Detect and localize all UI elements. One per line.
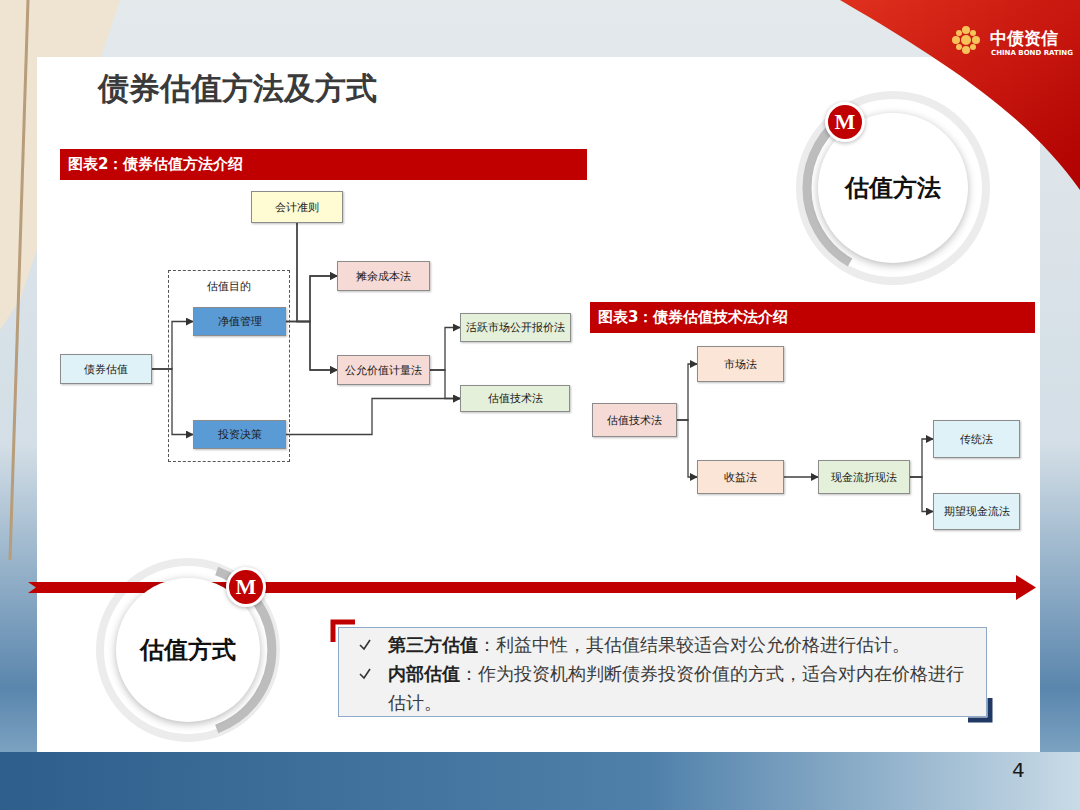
bullet-heading: 第三方估值 (388, 634, 478, 655)
process-box: 会计准则 (251, 191, 343, 223)
process-box: 传统法 (933, 420, 1020, 458)
node-label: 估值技术法 (488, 391, 543, 406)
white-panel (37, 57, 1040, 752)
node-label: 传统法 (960, 432, 993, 447)
node-label: 收益法 (724, 470, 757, 485)
node-label: 净值管理 (218, 314, 262, 329)
flow-connector (430, 328, 460, 371)
node-label: 估值方法 (845, 172, 941, 204)
flow-connector (297, 223, 337, 370)
process-box: 摊余成本法 (337, 261, 430, 291)
node-label: M (236, 574, 257, 600)
node-label: 估值方式 (140, 634, 236, 666)
figure-header-band: 图表2：债券估值方法介绍 (60, 149, 587, 180)
process-box: 期望现金流法 (933, 493, 1020, 530)
mast-line (10, 0, 28, 560)
bullet-heading: 内部估值 (388, 663, 460, 684)
m-badge: M (825, 102, 865, 142)
process-box: 估值技术法 (460, 385, 570, 412)
process-box: 活跃市场公开报价法 (460, 313, 571, 342)
flow-connector (910, 477, 933, 512)
flow-connector (297, 223, 337, 322)
dashed-group: 估值目的净值管理投资决策 (168, 270, 290, 462)
flow-connector (910, 439, 933, 477)
flow-connector (430, 370, 460, 399)
bullet-text: ：利益中性，其估值结果较适合对公允价格进行估计。 (478, 634, 910, 655)
node-label: 现金流折现法 (831, 470, 897, 485)
sea-strip (0, 752, 1080, 810)
bullet-box: 第三方估值：利益中性，其估值结果较适合对公允价格进行估计。内部估值：作为投资机构… (338, 627, 987, 717)
logo-icon (952, 26, 980, 54)
node-label: 活跃市场公开报价法 (466, 320, 565, 335)
process-box: 市场法 (697, 346, 784, 382)
node-label: 摊余成本法 (356, 269, 411, 284)
logo-subtext: CHINA BOND RATING (991, 49, 1073, 57)
group-heading: 估值目的 (207, 279, 251, 294)
bullet-text: ：作为投资机构判断债券投资价值的方式，适合对内在价格进行估计。 (388, 663, 964, 713)
process-box: 净值管理 (193, 307, 286, 336)
process-box: 公允价值计量法 (337, 355, 430, 385)
bullet-item: 内部估值：作为投资机构判断债券投资价值的方式，适合对内在价格进行估计。 (358, 659, 978, 717)
process-box: 估值技术法 (592, 403, 677, 437)
bullet-item: 第三方估值：利益中性，其估值结果较适合对公允价格进行估计。 (358, 630, 978, 659)
flow-connector (677, 364, 697, 420)
node-label: 市场法 (724, 357, 757, 372)
process-box: 现金流折现法 (818, 460, 910, 494)
process-box: 投资决策 (193, 420, 286, 449)
flow-connector (286, 399, 460, 435)
process-box: 收益法 (697, 460, 784, 494)
ring-decoration (800, 95, 986, 281)
flow-connector (286, 276, 337, 322)
node-label: 图表2：债券估值方法介绍 (68, 155, 243, 174)
node-label: 估值技术法 (607, 413, 662, 428)
node-label: 公允价值计量法 (345, 363, 422, 378)
logo-text: 中债资信 (990, 27, 1058, 50)
flow-connector (286, 322, 337, 371)
process-box: 债券估值 (60, 354, 152, 384)
node-label: 会计准则 (275, 200, 319, 215)
figure-header-band: 图表3：债券估值技术法介绍 (590, 302, 1035, 333)
node-label: 期望现金流法 (944, 504, 1010, 519)
m-badge: M (226, 567, 266, 607)
flow-connector (152, 369, 193, 435)
node-label: 债券估值 (84, 362, 128, 377)
flow-connector (784, 476, 818, 477)
node-label: 投资决策 (218, 427, 262, 442)
node-label: M (835, 109, 856, 135)
node-label: 图表3：债券估值技术法介绍 (598, 308, 788, 327)
flow-connector (152, 322, 193, 370)
page-number: 4 (1012, 758, 1025, 782)
flow-connector (677, 420, 697, 477)
slide-title: 债券估值方法及方式 (98, 68, 377, 110)
